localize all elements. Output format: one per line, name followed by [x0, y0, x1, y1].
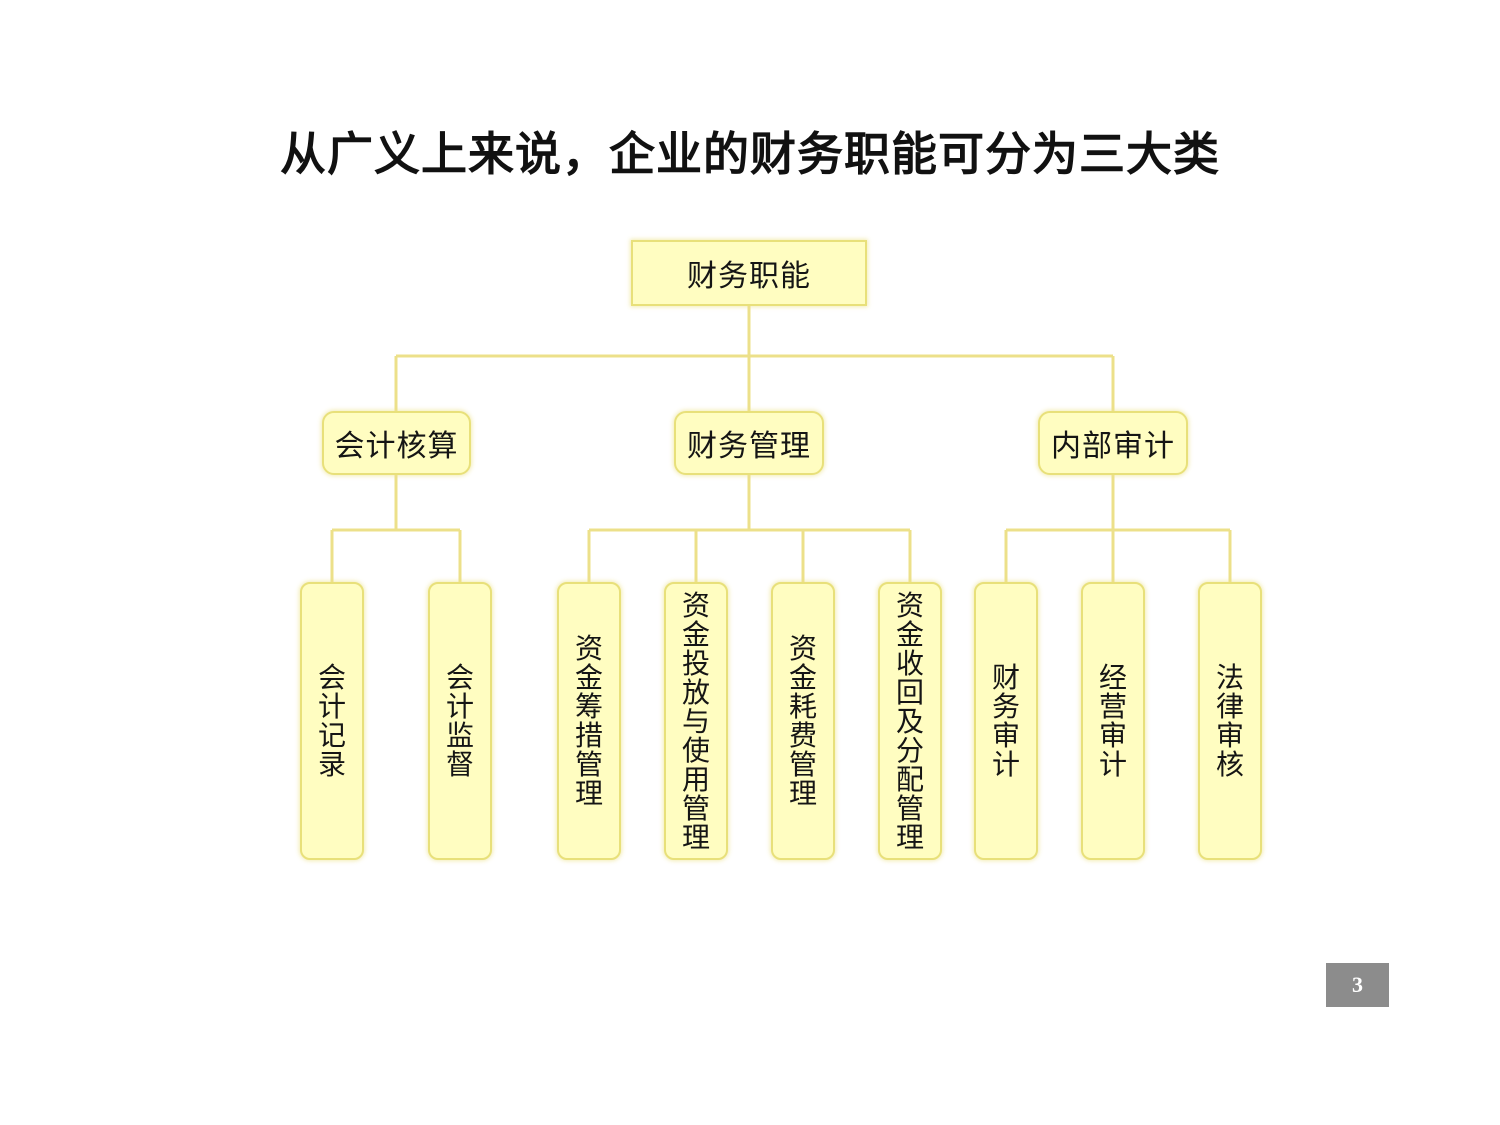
branch-node-label: 会计核算 — [334, 429, 459, 464]
slide-title: 从广义上来说，企业的财务职能可分为三大类 — [280, 127, 1220, 181]
leaf-node-legal-review: 法律审核 — [1198, 582, 1262, 860]
leaf-node-operational-audit: 经营审计 — [1081, 582, 1145, 860]
leaf-node-accounting-record: 会计记录 — [300, 582, 364, 860]
root-node: 财务职能 — [631, 240, 867, 306]
branch-node-financial-management: 财务管理 — [674, 411, 824, 475]
branch-node-label: 财务管理 — [687, 429, 811, 464]
branch-node-accounting: 会计核算 — [322, 411, 471, 475]
page-number-badge: 3 — [1326, 963, 1389, 1007]
branch-node-label: 内部审计 — [1051, 429, 1175, 464]
leaf-node-label: 法律审核 — [1215, 661, 1244, 781]
leaf-node-financial-audit: 财务审计 — [974, 582, 1038, 860]
page-number: 3 — [1352, 972, 1363, 997]
leaf-node-label: 会计记录 — [317, 661, 346, 781]
leaf-node-fund-investment-use: 资金投放与使用管理 — [664, 582, 728, 860]
leaf-node-label: 资金投放与使用管理 — [681, 588, 710, 854]
root-node-label: 财务职能 — [687, 259, 811, 294]
leaf-node-fund-consumption: 资金耗费管理 — [771, 582, 835, 860]
leaf-node-accounting-supervision: 会计监督 — [428, 582, 492, 860]
leaf-node-label: 财务审计 — [991, 661, 1020, 781]
leaf-node-fund-raising: 资金筹措管理 — [557, 582, 621, 860]
leaf-node-fund-recovery-distribution: 资金收回及分配管理 — [878, 582, 942, 860]
leaf-node-label: 资金收回及分配管理 — [895, 588, 924, 854]
leaf-node-label: 会计监督 — [445, 661, 474, 781]
branch-node-internal-audit: 内部审计 — [1038, 411, 1188, 475]
leaf-node-label: 资金耗费管理 — [788, 632, 817, 810]
leaf-node-label: 资金筹措管理 — [574, 632, 603, 810]
leaf-node-label: 经营审计 — [1098, 661, 1127, 781]
